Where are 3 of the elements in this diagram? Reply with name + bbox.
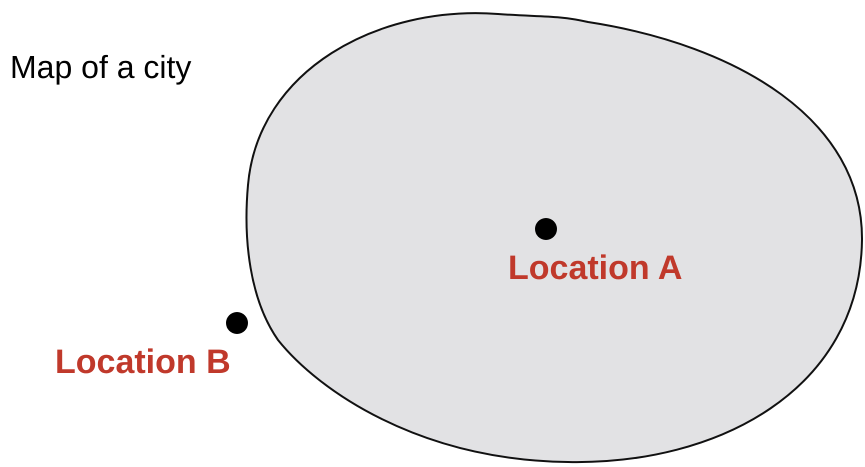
location-label: Location A (508, 248, 682, 288)
location-label: Location B (55, 342, 231, 382)
map-title: Map of a city (10, 48, 192, 86)
